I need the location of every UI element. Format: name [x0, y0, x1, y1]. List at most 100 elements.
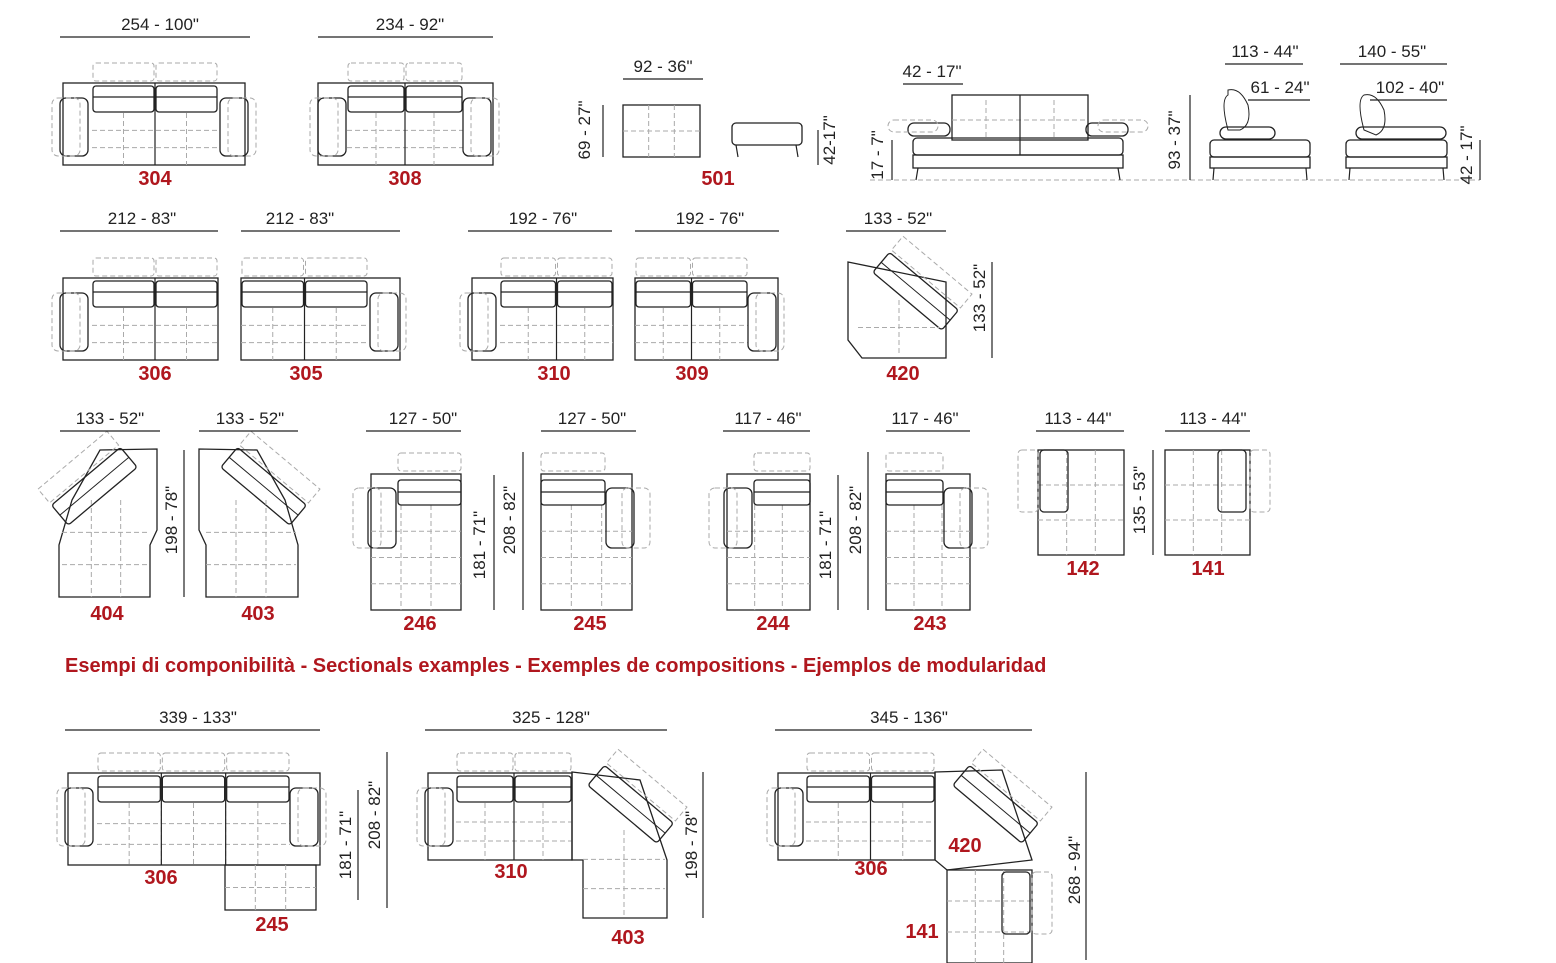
width-dimension-label: 325 - 128" — [512, 708, 590, 727]
module-code: 245 — [573, 613, 607, 635]
corner-backrest-part — [890, 235, 973, 309]
armrest-open — [621, 487, 651, 549]
module-code: 141 — [905, 921, 939, 943]
module-code: 243 — [913, 613, 947, 635]
width-dimension-label: 339 - 133" — [159, 708, 237, 727]
module-code: 306 — [138, 363, 172, 385]
corner-backrest-part — [221, 447, 306, 525]
side-back-open — [1031, 871, 1053, 935]
height-dimension-label: 198 - 78" — [162, 485, 181, 555]
backrest-cushion — [97, 775, 161, 803]
ottoman-side — [731, 122, 803, 146]
backrest-cushion — [456, 775, 514, 803]
width-dimension-label: 212 - 83" — [107, 209, 177, 228]
backrest-cushion — [405, 85, 463, 113]
headrest-dashed — [806, 752, 870, 772]
headrest-dashed — [635, 257, 691, 277]
height-dimension-label: 198 - 78" — [682, 810, 701, 880]
height-dimension-label: 133 - 52" — [970, 263, 989, 333]
armrest-right — [289, 787, 319, 847]
headrest-dashed — [161, 752, 226, 772]
chaise-outline — [540, 473, 633, 611]
armrest-right-open — [470, 97, 500, 157]
chair-side-cushion — [1355, 126, 1447, 140]
armrest-right — [747, 292, 777, 352]
width-dimension-label: 140 - 55" — [1357, 42, 1427, 61]
headrest-dashed — [97, 752, 161, 772]
armrest-right — [462, 97, 492, 157]
headrest-dashed — [226, 752, 290, 772]
height-dimension-label: 208 - 82" — [365, 780, 384, 850]
corner-403-outline — [198, 448, 299, 598]
chaise-outline — [726, 473, 811, 611]
module-code: 305 — [289, 363, 323, 385]
width-dimension-label: 127 - 50" — [388, 409, 458, 428]
armrest-side — [907, 122, 951, 137]
corner-backrest — [221, 430, 321, 525]
height-dimension-label: 181 - 71" — [470, 510, 489, 580]
corner-404-outline — [58, 448, 158, 598]
backrest-cushion — [806, 775, 871, 803]
width-dimension-label: 113 - 44" — [1231, 42, 1299, 61]
headrest-dashed — [456, 752, 514, 772]
width-dimension-label: 61 - 24" — [1250, 78, 1310, 97]
sofa-body-outline — [634, 277, 779, 361]
leg — [1212, 167, 1215, 181]
armrest — [367, 487, 397, 549]
side-back-open — [1249, 449, 1271, 513]
armrest-left-open — [416, 787, 446, 847]
side-back-open — [1017, 449, 1039, 513]
module-code: 244 — [756, 613, 790, 635]
corner-backrest-part — [880, 261, 951, 321]
sofa-body-outline — [67, 772, 321, 866]
sofa-body-outline — [62, 82, 246, 166]
height-dimension-label: 93 - 37" — [1165, 110, 1184, 170]
backrest-cushion — [155, 85, 218, 113]
armrest-left — [774, 787, 804, 847]
sofa-body-outline — [777, 772, 936, 861]
armrest-side — [1085, 122, 1129, 137]
corner-backrest — [588, 748, 688, 843]
backrest-cushion — [500, 280, 557, 308]
chair-side-seat — [1209, 139, 1311, 158]
module-142-outline — [1037, 449, 1125, 556]
chaise-outline — [885, 473, 971, 611]
corner-backrest-part — [970, 748, 1053, 822]
module-code: 501 — [701, 168, 735, 190]
backrest-cushion — [241, 280, 305, 308]
leg — [735, 144, 739, 158]
width-dimension-label: 133 - 52" — [863, 209, 933, 228]
side-back — [1001, 871, 1031, 935]
armrest-left — [59, 97, 89, 157]
armrest-left-open — [51, 292, 81, 352]
headrest-dashed — [753, 452, 811, 472]
width-dimension-label: 254 - 100" — [121, 15, 199, 34]
height-dimension-label: 42-17" — [820, 115, 839, 165]
sofa-side-base — [912, 154, 1124, 169]
armrest-right-open — [227, 97, 257, 157]
sofa-body-outline — [62, 277, 219, 361]
armrest — [943, 487, 973, 549]
width-dimension-label: 127 - 50" — [557, 409, 627, 428]
height-dimension-label: 181 - 71" — [336, 810, 355, 880]
backrest-cushion — [92, 85, 155, 113]
section-title: Esempi di componibilità - Sectionals exa… — [65, 655, 1047, 677]
backrest-cushion — [304, 280, 368, 308]
backrest-cushion — [161, 775, 226, 803]
chaise-outline — [370, 473, 462, 611]
chair-side-back — [1359, 94, 1386, 136]
armrest-left — [317, 97, 347, 157]
armrest-left — [424, 787, 454, 847]
chair-side-base — [1345, 156, 1448, 169]
corner-backrest — [873, 235, 973, 330]
module-code: 142 — [1066, 558, 1100, 580]
module-code: 246 — [403, 613, 437, 635]
armrest — [723, 487, 753, 549]
armrest-left-open — [56, 787, 86, 847]
corner-backrest-part — [52, 447, 137, 525]
side-back — [1039, 449, 1069, 513]
headrest-dashed — [397, 452, 462, 472]
chair-side-back — [1223, 89, 1250, 131]
